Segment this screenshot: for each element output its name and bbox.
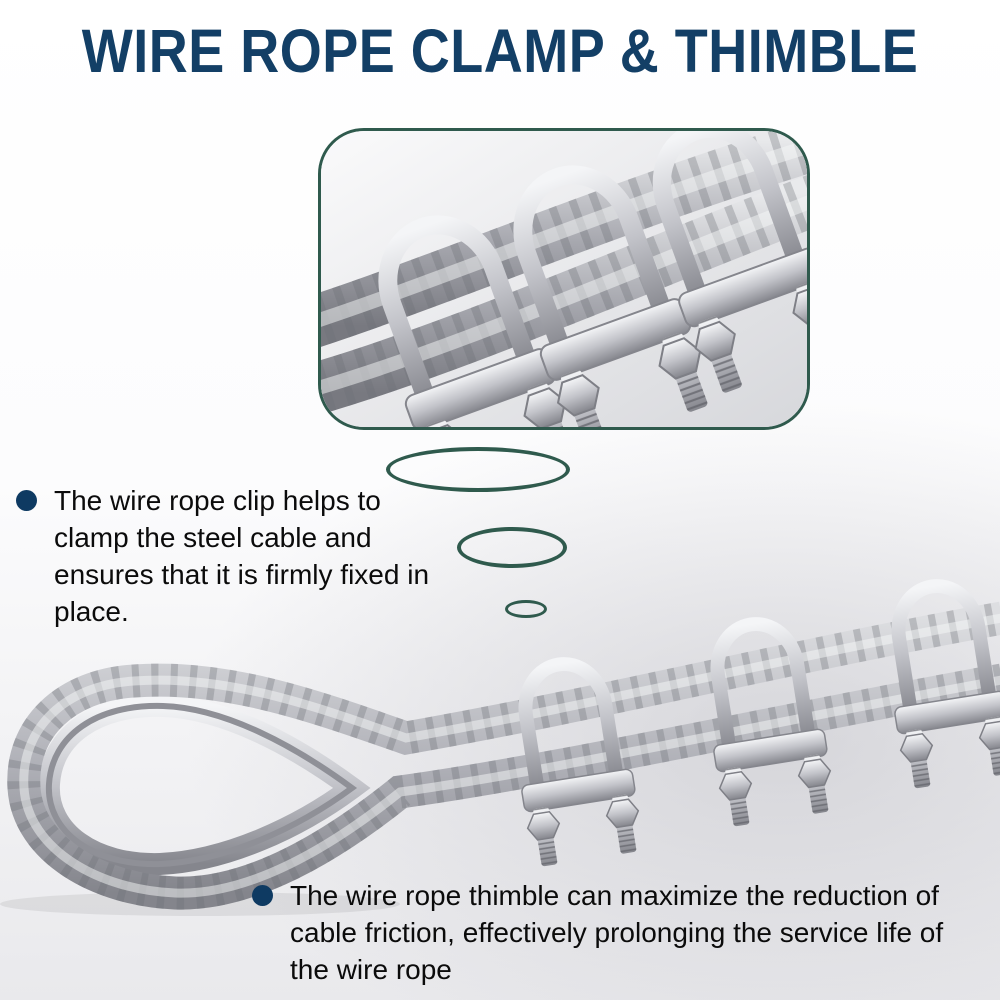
feature-bullet-clip: The wire rope clip helps to clamp the st… — [16, 483, 434, 631]
inset-cable-upper — [321, 131, 807, 347]
bullet-dot-icon — [252, 885, 273, 906]
wire-rope — [7, 601, 1000, 910]
zoom-callout-ellipse-large — [386, 447, 570, 492]
feature-bullet-thimble: The wire rope thimble can maximize the r… — [252, 878, 958, 989]
page-title: WIRE ROPE CLAMP & THIMBLE — [81, 17, 919, 86]
bullet-dot-icon — [16, 490, 37, 511]
detail-inset-photo — [318, 128, 810, 430]
zoom-callout-ellipse-small — [505, 600, 547, 618]
zoom-callout-ellipse-medium — [457, 527, 567, 568]
product-photo-rope-thimble — [0, 578, 1000, 916]
thimble — [37, 694, 371, 876]
feature-bullet-clip-text: The wire rope clip helps to clamp the st… — [54, 485, 430, 627]
inset-clamps-illustration — [321, 131, 807, 427]
feature-bullet-thimble-text: The wire rope thimble can maximize the r… — [290, 880, 944, 985]
